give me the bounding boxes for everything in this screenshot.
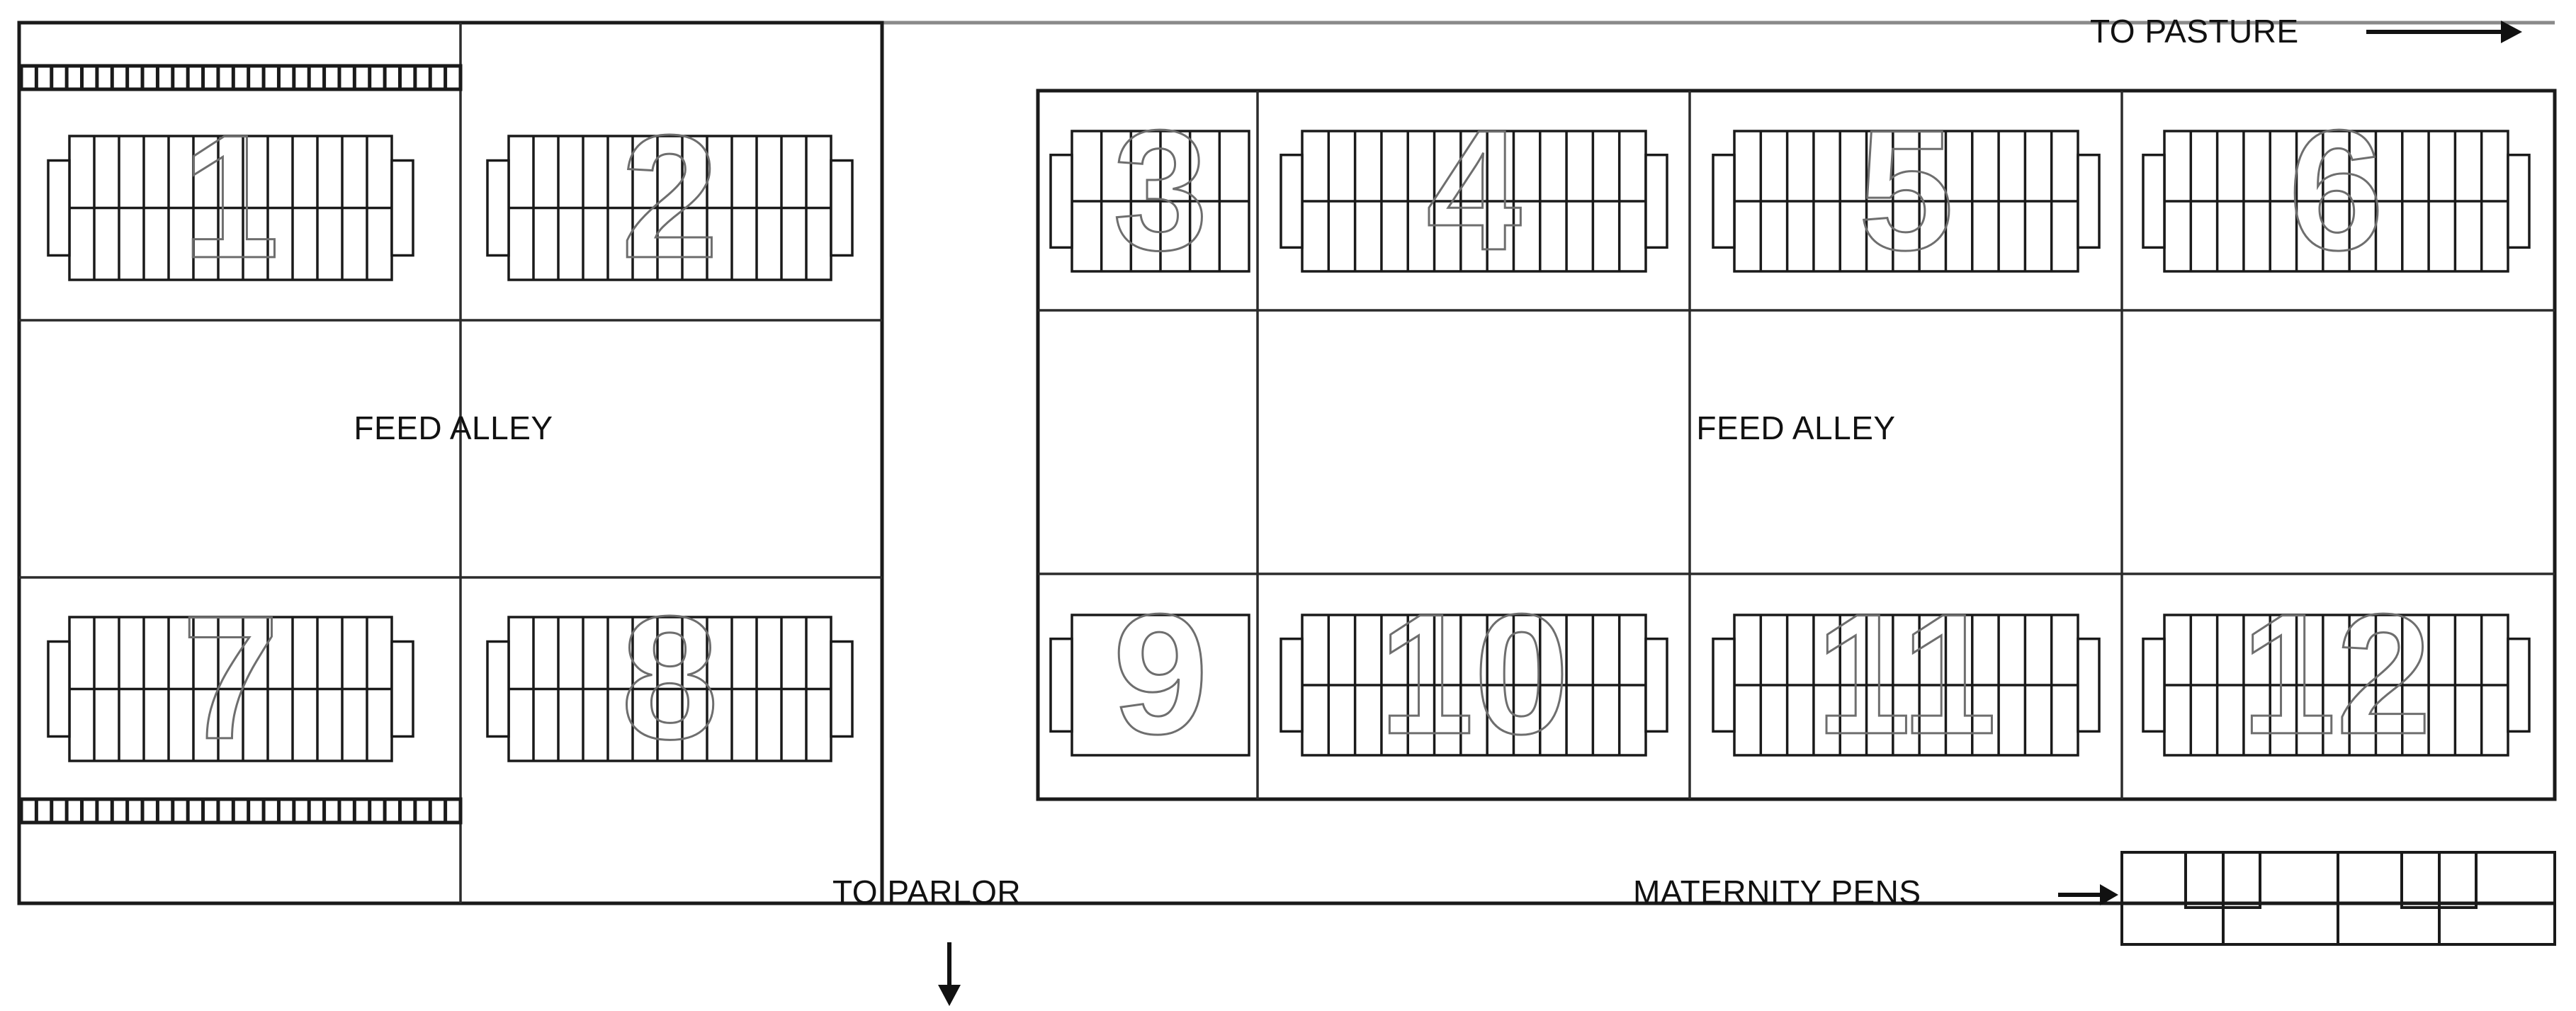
stall-left-tab bbox=[2142, 637, 2166, 733]
stall-right-tab bbox=[1644, 637, 1668, 733]
pen-number-7: 7 bbox=[182, 580, 280, 776]
right-barn-block: 3 4 5 6 9 10 11 12 bbox=[1036, 89, 2557, 801]
pen-4[interactable]: 4 bbox=[1279, 94, 1668, 287]
stall-left-tab bbox=[47, 640, 71, 738]
pen-1[interactable]: 1 bbox=[47, 98, 414, 295]
to-parlor-label: TO PARLOR bbox=[832, 874, 1021, 910]
right-block-outline bbox=[1036, 89, 2557, 801]
pen-number-11: 11 bbox=[1816, 579, 1996, 770]
stall-right-tab bbox=[2507, 153, 2531, 249]
stall-left-tab bbox=[486, 640, 510, 738]
stall-block-6 bbox=[2142, 130, 2531, 273]
maternity-cell-1[interactable] bbox=[2184, 851, 2261, 944]
pen-number-6: 6 bbox=[2288, 95, 2383, 286]
pen-number-5: 5 bbox=[1858, 95, 1953, 286]
left-barn-block: 1 2 7 8 bbox=[17, 21, 884, 905]
left-block-outline bbox=[17, 21, 884, 905]
stall-block-7 bbox=[47, 616, 414, 762]
pasture-right-arrow-icon bbox=[2366, 21, 2522, 43]
stall-block-12 bbox=[2142, 614, 2531, 757]
stall-outline bbox=[1070, 614, 1250, 757]
annotation-layer: TO PASTURE TO PARLOR MATERNITY PENS FEED… bbox=[354, 13, 2522, 1006]
comb-outline bbox=[19, 64, 463, 91]
parlor-down-arrow-icon bbox=[938, 942, 961, 1006]
pen-number-12: 12 bbox=[2241, 579, 2431, 770]
stall-block-3 bbox=[1049, 130, 1250, 273]
stall-left-tab bbox=[1049, 637, 1073, 733]
stall-left-tab bbox=[486, 159, 510, 257]
stall-block-4 bbox=[1279, 130, 1668, 273]
pen-7[interactable]: 7 bbox=[47, 579, 414, 776]
maternity-pens-block bbox=[2120, 851, 2556, 946]
pen-number-8: 8 bbox=[621, 580, 719, 776]
stall-left-tab bbox=[1712, 637, 1736, 733]
stall-left-tab bbox=[1712, 153, 1736, 249]
pen-8[interactable]: 8 bbox=[486, 579, 854, 776]
pen-number-3: 3 bbox=[1113, 95, 1208, 286]
pen-12[interactable]: 12 bbox=[2142, 577, 2531, 771]
pen-6[interactable]: 6 bbox=[2142, 94, 2531, 287]
pen-number-9: 9 bbox=[1113, 579, 1208, 770]
pen-number-1: 1 bbox=[182, 99, 280, 295]
feed-alley-label-right: FEED ALLEY bbox=[1696, 410, 1895, 446]
comb-outline bbox=[19, 797, 463, 825]
stall-left-tab bbox=[1279, 153, 1304, 249]
pen-5[interactable]: 5 bbox=[1712, 94, 2101, 287]
stall-block-11 bbox=[1712, 614, 2101, 757]
stall-block-8 bbox=[486, 616, 854, 762]
stall-block-9 bbox=[1049, 614, 1250, 757]
pen-2[interactable]: 2 bbox=[486, 98, 854, 295]
stall-right-tab bbox=[390, 159, 414, 257]
stall-right-tab bbox=[390, 640, 414, 738]
stall-right-tab bbox=[2077, 637, 2101, 733]
maternity-cell-2[interactable] bbox=[2400, 851, 2478, 944]
pen-9[interactable]: 9 bbox=[1049, 577, 1250, 771]
stall-block-10 bbox=[1279, 614, 1668, 757]
stall-right-tab bbox=[830, 640, 854, 738]
stall-right-tab bbox=[2077, 153, 2101, 249]
to-pasture-label: TO PASTURE bbox=[2090, 13, 2299, 50]
stall-block-2 bbox=[486, 135, 854, 281]
feed-alley-label-left: FEED ALLEY bbox=[354, 410, 553, 446]
stall-left-tab bbox=[47, 159, 71, 257]
pen-10[interactable]: 10 bbox=[1279, 577, 1668, 771]
pen-number-10: 10 bbox=[1379, 579, 1569, 770]
headlock-row-top bbox=[19, 64, 463, 91]
stall-right-tab bbox=[2507, 637, 2531, 733]
stall-left-tab bbox=[1049, 153, 1073, 249]
pen-number-4: 4 bbox=[1426, 95, 1521, 286]
headlock-row-bottom bbox=[19, 797, 463, 825]
pen-3[interactable]: 3 bbox=[1049, 94, 1250, 287]
pen-number-2: 2 bbox=[621, 99, 719, 295]
stall-right-tab bbox=[830, 159, 854, 257]
maternity-right-arrow-icon bbox=[2058, 884, 2118, 905]
stall-right-tab bbox=[1644, 153, 1668, 249]
stall-left-tab bbox=[2142, 153, 2166, 249]
stall-block-1 bbox=[47, 135, 414, 281]
maternity-pens-label: MATERNITY PENS bbox=[1633, 874, 1921, 910]
stall-left-tab bbox=[1279, 637, 1304, 733]
pen-11[interactable]: 11 bbox=[1712, 577, 2101, 771]
stall-block-5 bbox=[1712, 130, 2101, 273]
